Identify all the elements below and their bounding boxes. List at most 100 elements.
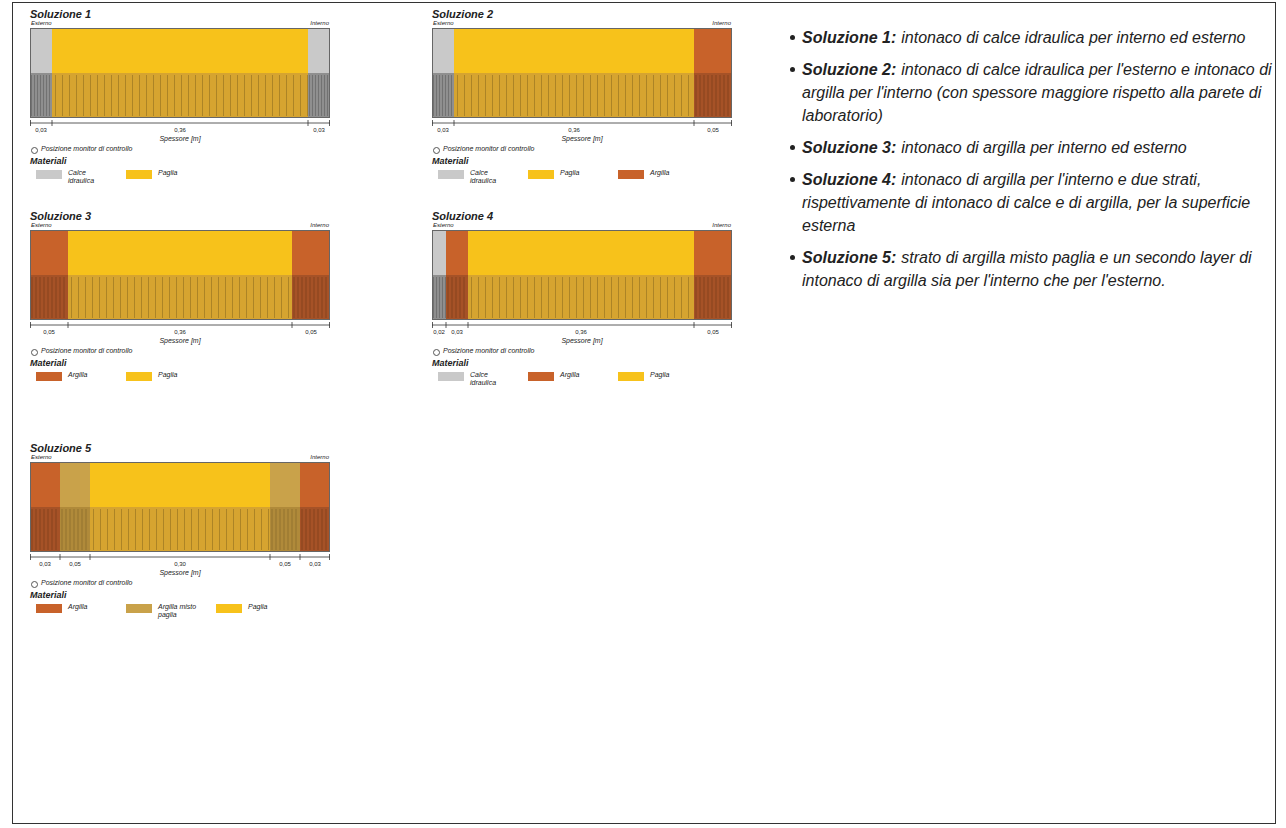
dimension-tick [694,322,695,328]
texture-stroke [306,277,307,318]
texture-stroke [445,75,446,116]
texture-stroke [225,277,226,318]
legend-heading: Materiali [30,358,67,368]
layer-flat [468,230,694,275]
texture-stroke [625,277,626,318]
texture-stroke [191,509,192,550]
texture-stroke [40,509,41,550]
layer-textured [60,507,90,552]
texture-stroke [611,75,612,116]
texture-stroke [113,277,114,318]
texture-stroke [48,509,49,550]
dimension-value: 0,36 [174,127,186,133]
layer-textured [30,507,60,552]
panel-title: Soluzione 3 [30,210,91,222]
texture-stroke [513,277,514,318]
texture-stroke [148,277,149,318]
texture-stroke [720,75,721,116]
layer-flat [292,230,330,275]
texture-stroke [513,75,514,116]
layer-textured [90,507,270,552]
bullet-dot [790,35,795,40]
texture-stroke [286,75,287,116]
texture-stroke [688,75,689,116]
texture-stroke [240,509,241,550]
layer-flat [454,28,694,73]
dimension-tick [432,322,433,328]
bullet-heading: Soluzione 1: [802,29,896,46]
texture-stroke [261,509,262,550]
side-label: Esterno [31,20,52,26]
texture-stroke [307,75,308,116]
texture-stroke [309,75,310,116]
layer-textured [68,275,292,320]
texture-stroke [62,509,63,550]
texture-stroke [310,277,311,318]
texture-stroke [322,277,323,318]
texture-stroke [66,509,67,550]
bullet-dot [790,145,795,150]
legend-swatch [618,372,644,381]
texture-stroke [520,75,521,116]
texture-stroke [716,277,717,318]
texture-stroke [280,509,281,550]
texture-stroke [324,75,325,116]
texture-stroke [31,75,32,116]
layer-flat [300,462,330,507]
wall-section [30,462,330,566]
texture-stroke [204,277,205,318]
section-outline [433,29,732,118]
texture-stroke [704,277,705,318]
dimension-line [432,123,732,124]
texture-stroke [653,75,654,116]
texture-stroke [674,277,675,318]
note: Posizione monitor di controllo [443,347,534,354]
layer-flat [308,28,330,73]
texture-stroke [211,277,212,318]
side-label: Esterno [433,222,454,228]
texture-stroke [43,75,44,116]
texture-stroke [569,75,570,116]
side-label: Interno [310,454,329,460]
side-label: Esterno [31,454,52,460]
texture-stroke [597,277,598,318]
texture-stroke [292,509,293,550]
wall-section [30,28,330,132]
layer-textured [300,507,330,552]
legend-heading: Materiali [30,156,67,166]
texture-stroke [254,509,255,550]
legend-swatch [216,604,242,613]
bullet-heading: Soluzione 2: [802,61,896,78]
texture-stroke [597,75,598,116]
layer-flat [694,230,732,275]
texture-stroke [230,75,231,116]
texture-stroke [74,509,75,550]
dimension-tick [731,120,732,126]
texture-stroke [460,277,461,318]
panel-title: Soluzione 4 [432,210,493,222]
texture-stroke [534,277,535,318]
texture-stroke [448,75,449,116]
texture-stroke [216,75,217,116]
texture-stroke [155,277,156,318]
texture-stroke [548,75,549,116]
texture-stroke [569,277,570,318]
texture-stroke [85,277,86,318]
dimension-value: 0,03 [437,127,449,133]
texture-stroke [49,75,50,116]
texture-stroke [56,509,57,550]
axis-label: Spessore [m] [159,337,200,344]
monitor-symbol [433,147,440,154]
bullet-heading: Soluzione 4: [802,171,896,188]
layer-flat [30,230,68,275]
dimension-tick [468,322,469,328]
texture-stroke [318,75,319,116]
texture-stroke [125,75,126,116]
texture-stroke [728,277,729,318]
texture-stroke [174,75,175,116]
texture-stroke [534,75,535,116]
legend-text: Argilla [68,371,112,379]
dimension-value: 0,03 [309,561,321,567]
legend-text: Paglia [158,371,202,379]
texture-stroke [576,75,577,116]
